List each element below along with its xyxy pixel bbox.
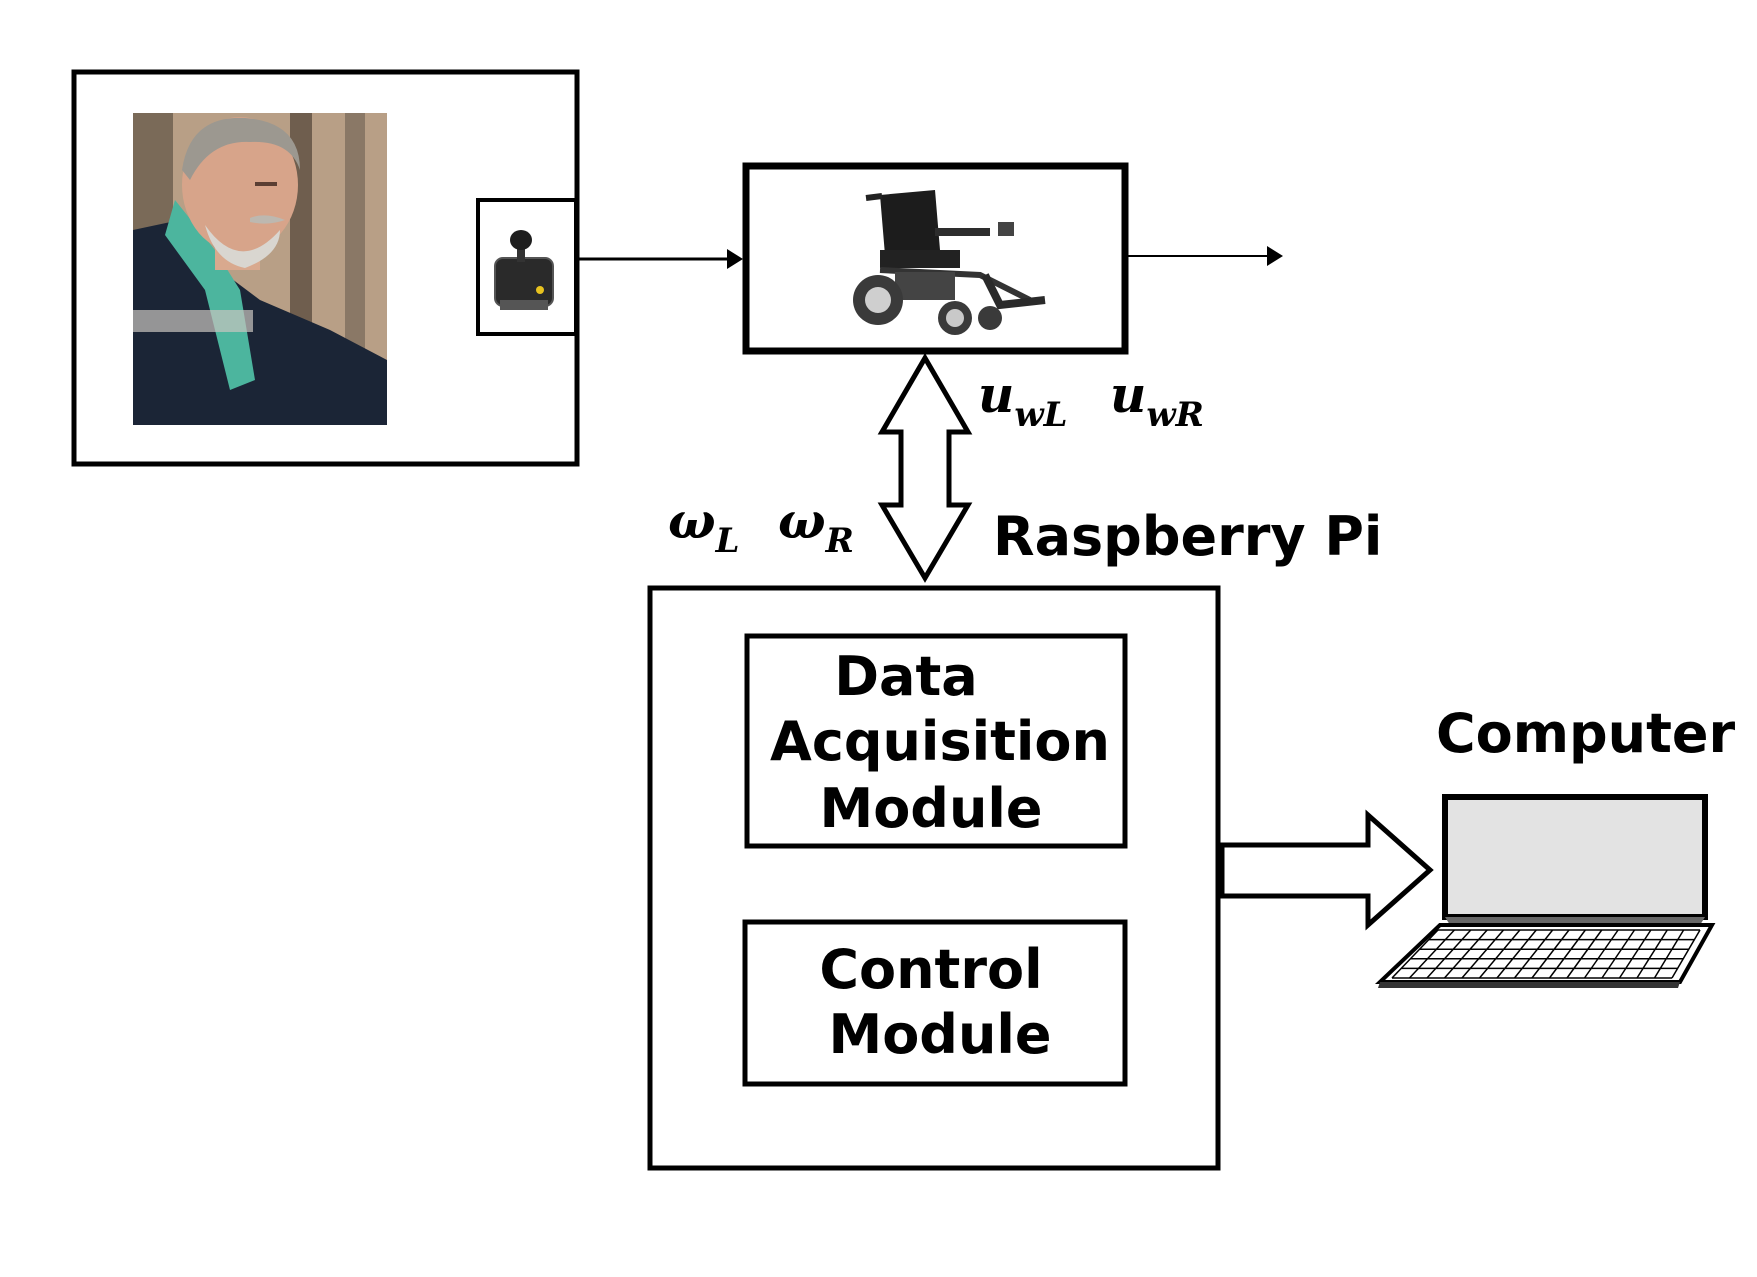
data-acquisition-module: Data Acquisition Module: [744, 633, 1128, 849]
raspberry-pi-block: Data Acquisition Module Control Module: [647, 585, 1221, 1171]
control-module: Control Module: [742, 919, 1128, 1087]
wheel-speed-right: ωR: [778, 491, 854, 561]
motor-input-right: uwR: [1110, 365, 1204, 435]
wheelchair-block: [742, 162, 1129, 355]
data-acquisition-line-3: Module: [819, 777, 1042, 840]
control-module-line-1: Control: [819, 938, 1042, 1001]
data-acquisition-line-2: Acquisition: [770, 710, 1110, 773]
raspberry-pi-label: Raspberry Pi: [993, 505, 1382, 568]
control-module-line-2: Module: [828, 1003, 1051, 1066]
motor-input-left: uwL: [978, 365, 1068, 435]
bidirectional-arrow: [877, 353, 973, 583]
computer-label: Computer: [1436, 702, 1736, 765]
laptop-icon: [1374, 794, 1716, 988]
wheel-speed-left: ωL: [668, 491, 740, 561]
data-transfer-arrow: [1219, 809, 1434, 931]
joystick-icon: [494, 230, 554, 310]
wheelchair-icon: [853, 190, 1046, 335]
data-acquisition-line-1: Data: [834, 645, 978, 708]
user-block: [71, 69, 580, 467]
elderly-user-photo: [133, 113, 387, 425]
